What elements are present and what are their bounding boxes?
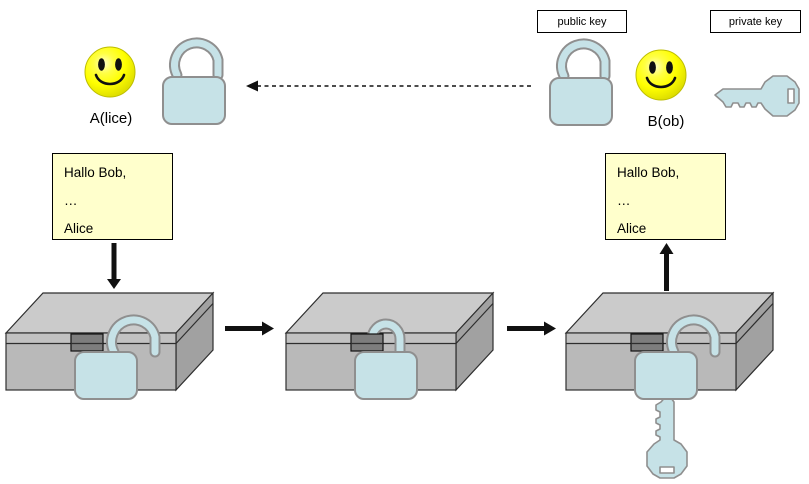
note-line: … (617, 193, 631, 208)
note-line: Hallo Bob, (617, 165, 680, 180)
public-key-label-box: public key (537, 10, 627, 33)
note-line: Hallo Bob, (64, 165, 127, 180)
alice-name-label: A(lice) (89, 110, 133, 127)
public-key-transfer-dashed-arrow (246, 80, 533, 92)
message-note-bob: Hallo Bob, … Alice (605, 153, 726, 240)
note-line: Alice (617, 221, 647, 236)
message-note-alice: Hallo Bob, … Alice (52, 153, 173, 240)
lockbox-2-closed (285, 292, 494, 400)
private-key-label-box: private key (710, 10, 801, 33)
alice-smiley-icon (83, 45, 137, 99)
public-key-label: public key (557, 15, 607, 28)
note-line: … (64, 193, 78, 208)
lockbox-1-open (5, 292, 214, 400)
private-key-label: private key (728, 15, 783, 28)
lockbox-1-latch (70, 333, 104, 352)
arrow-box1-to-box2 (225, 321, 274, 336)
arrow-note-to-lockbox (107, 243, 121, 289)
bob-public-padlock-open-icon (549, 44, 613, 126)
private-key-in-lock-icon (646, 393, 688, 479)
note-line: Alice (64, 221, 94, 236)
bob-smiley-icon (634, 48, 688, 102)
lockbox-2-padlock-body (354, 351, 418, 400)
lockbox-1-padlock-body (74, 351, 138, 400)
lockbox-3-padlock-body (634, 351, 698, 400)
lockbox-3-latch (630, 333, 664, 352)
alice-public-padlock-open-icon (162, 43, 226, 125)
lockbox-3-unlocked (565, 292, 774, 479)
arrow-box2-to-box3 (507, 321, 556, 336)
lockbox-2-latch (350, 333, 384, 352)
bob-name-label: B(ob) (647, 113, 685, 130)
arrow-lockbox-to-note (659, 243, 674, 291)
bob-private-key-icon (714, 75, 800, 117)
